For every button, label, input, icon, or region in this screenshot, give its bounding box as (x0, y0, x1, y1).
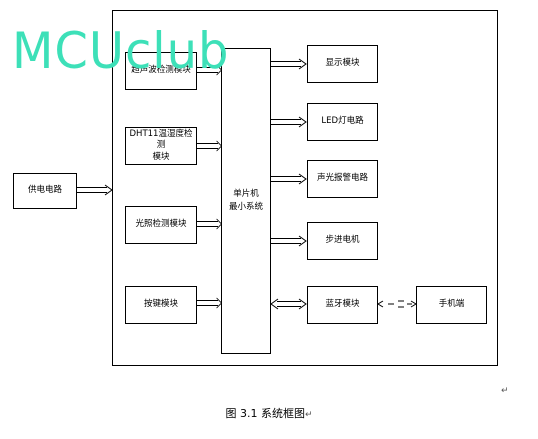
arrow-power (76, 184, 113, 196)
block-phone: 手机端 (416, 286, 487, 324)
paragraph-mark: ↵ (304, 410, 313, 420)
block-ultrasonic: 超声波检测模块 (125, 52, 197, 90)
arrow-display (270, 58, 307, 70)
figure-caption: 图 3.1 系统框图↵ (0, 405, 538, 421)
block-mcu: 单片机 最小系统 (221, 48, 271, 354)
block-stepper: 步进电机 (307, 222, 378, 260)
block-power: 供电电路 (13, 173, 77, 209)
arrow-dht11 (196, 140, 222, 152)
block-alarm: 声光报警电路 (307, 160, 378, 198)
block-led: LED灯电路 (307, 103, 378, 141)
arrow-stepper (270, 235, 307, 247)
arrow-bluetooth (270, 298, 307, 310)
block-light: 光照检测模块 (125, 206, 197, 244)
block-display: 显示模块 (307, 45, 378, 83)
paragraph-mark: ↵ (501, 386, 509, 396)
arrow-alarm (270, 173, 307, 185)
block-dht11: DHT11温湿度检测 模块 (125, 127, 197, 165)
block-bluetooth: 蓝牙模块 (307, 286, 378, 324)
caption-text: 图 3.1 系统框图 (225, 407, 305, 420)
arrow-keys (196, 297, 222, 309)
arrow-wireless (377, 300, 417, 308)
system-frame (112, 10, 498, 366)
arrow-light (196, 218, 222, 230)
block-keys: 按键模块 (125, 286, 197, 324)
mcuclub-watermark: MCUclub (12, 22, 230, 80)
arrow-led (270, 116, 307, 128)
